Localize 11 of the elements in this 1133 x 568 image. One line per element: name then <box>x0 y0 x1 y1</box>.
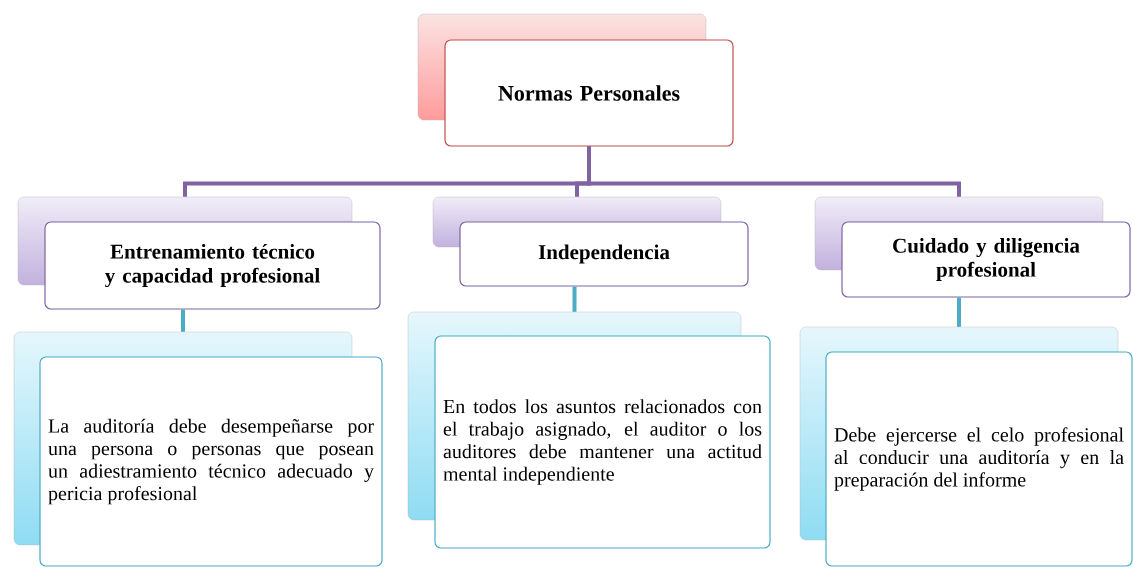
heading-box: Cuidado y diligencia profesional <box>814 196 1131 298</box>
text-box: Debe ejercerse el celo profesional al conducir una auditoría y en la preparación del informe <box>799 326 1133 567</box>
connector <box>957 297 961 327</box>
text-box: La auditoría debe desempeñarse por una persona o personas que posean un adiestramiento técnico adecuado y pericia profesional <box>13 331 383 567</box>
connector <box>572 286 577 312</box>
heading-box: Independencia <box>432 196 749 287</box>
connector <box>181 309 185 332</box>
connector <box>587 146 961 197</box>
text-box: En todos los asuntos relacionados con el trabajo asignado, el auditor o los auditores debe mantener una actitud mental independiente <box>407 311 771 549</box>
root-box: Normas Personales <box>417 13 734 147</box>
heading-box: Entrenamiento técnico y capacidad profesional <box>17 196 381 310</box>
